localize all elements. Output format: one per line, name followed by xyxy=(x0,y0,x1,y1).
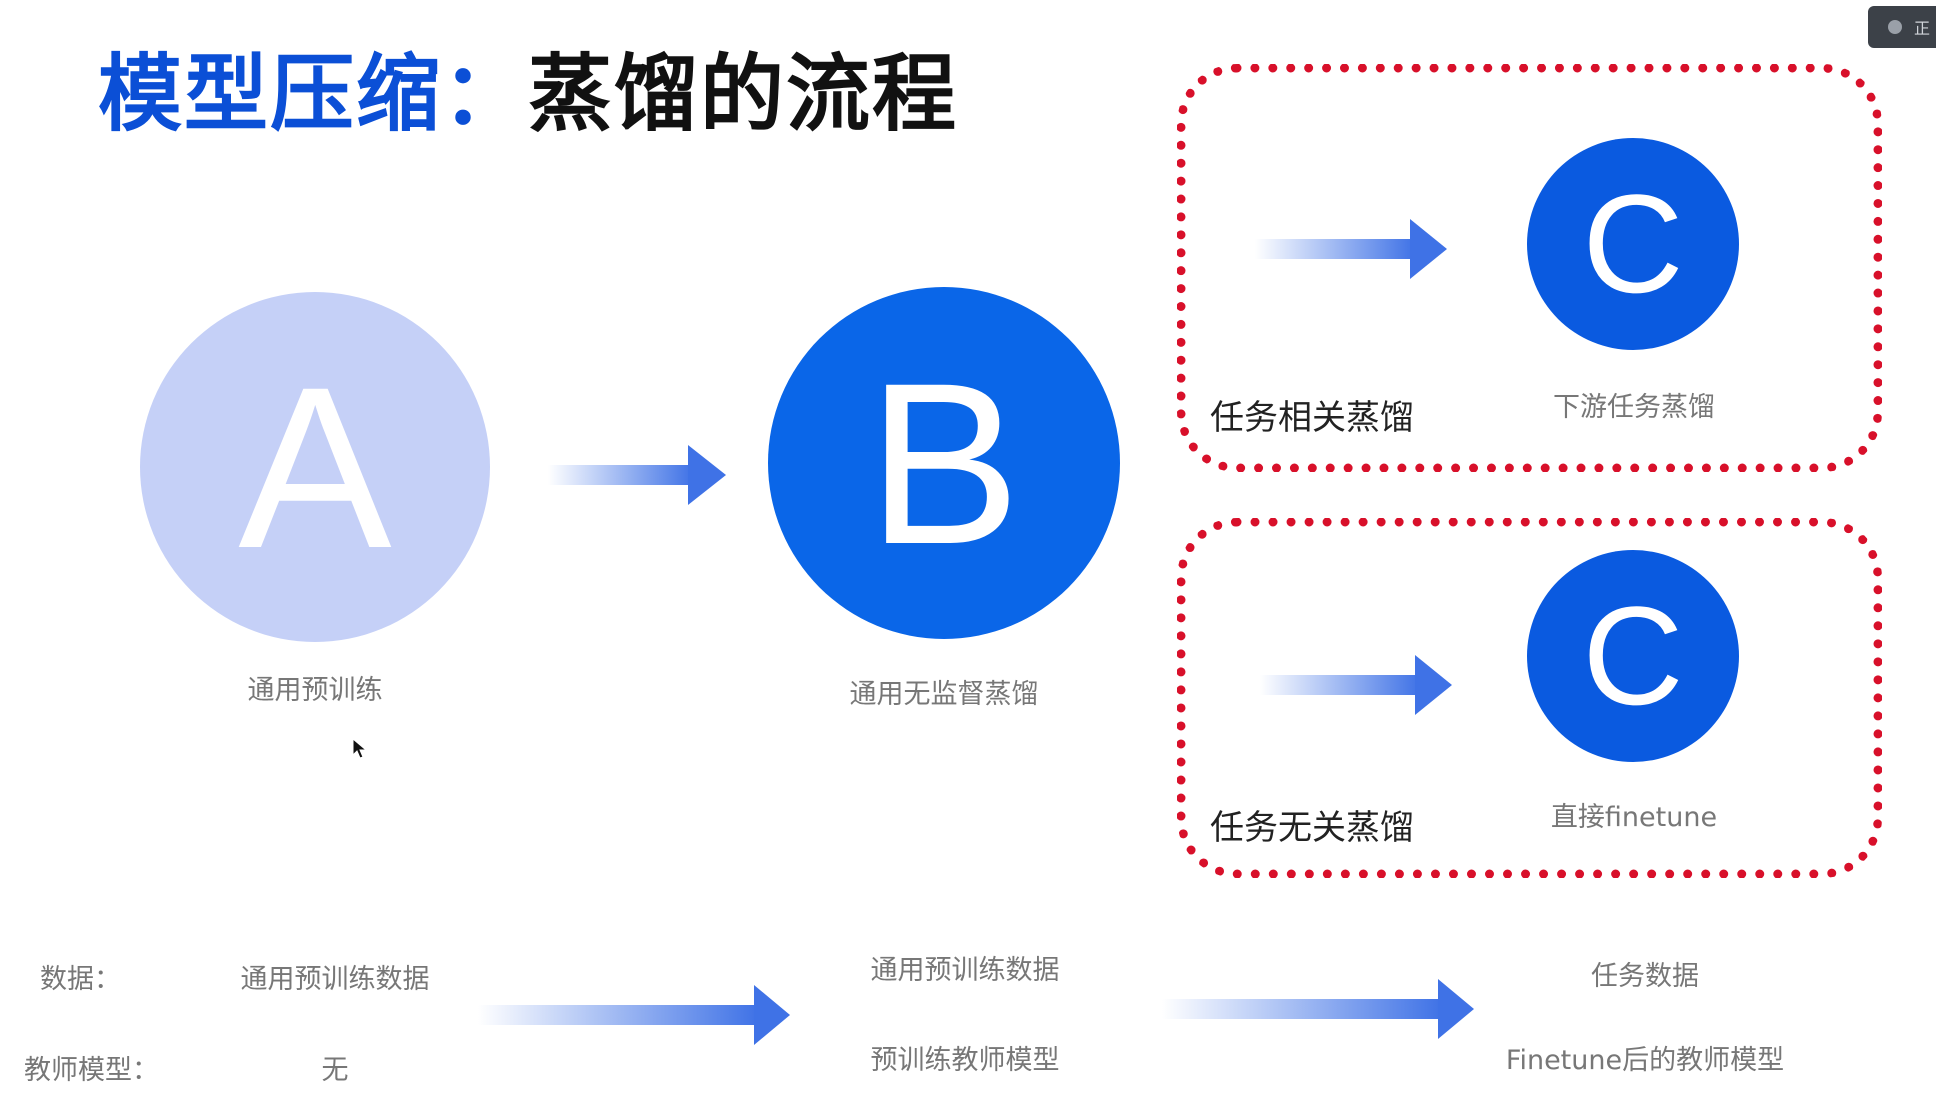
node-b-circle: B xyxy=(768,287,1120,639)
node-c-top-circle: C xyxy=(1527,138,1739,350)
arrow-to-c-top-icon xyxy=(1255,219,1447,279)
node-c-top-letter: C xyxy=(1582,165,1684,322)
row-label-data: 数据： xyxy=(40,964,121,995)
node-c-bottom-caption: 直接finetune xyxy=(1550,802,1718,833)
title-part-2: 蒸馏的流程 xyxy=(528,45,959,143)
task-related-group-box xyxy=(1177,64,1882,472)
row-label-teacher: 教师模型： xyxy=(24,1055,159,1086)
task-agnostic-label: 任务无关蒸馏 xyxy=(1210,808,1414,848)
arrow-to-c-bottom-icon xyxy=(1260,655,1452,715)
node-c-bottom-letter: C xyxy=(1582,577,1684,734)
stage3-teacher: Finetune后的教师模型 xyxy=(1505,1045,1785,1076)
node-c-top-caption: 下游任务蒸馏 xyxy=(1553,392,1715,423)
task-agnostic-group-box xyxy=(1177,518,1882,878)
stage1-data: 通用预训练数据 xyxy=(240,964,430,995)
stage1-teacher: 无 xyxy=(321,1055,349,1086)
toolbar-label: 正 xyxy=(1913,19,1930,38)
slide-title: 模型压缩：蒸馏的流程 xyxy=(98,48,958,140)
mouse-cursor-icon xyxy=(352,738,368,759)
stage2-data: 通用预训练数据 xyxy=(870,955,1060,986)
stage2-teacher: 预训练教师模型 xyxy=(870,1045,1060,1076)
task-related-label: 任务相关蒸馏 xyxy=(1210,398,1414,438)
user-avatar-icon xyxy=(1887,20,1902,34)
node-b-letter: B xyxy=(867,334,1021,592)
node-a-circle: A xyxy=(140,292,490,642)
title-part-1: 模型压缩 xyxy=(98,45,443,143)
arrow-stage2-to-stage3-icon xyxy=(1162,979,1474,1039)
node-a-caption: 通用预训练 xyxy=(247,675,383,706)
node-c-bottom-circle: C xyxy=(1527,550,1739,762)
title-colon: ： xyxy=(442,45,529,143)
node-a-letter: A xyxy=(238,338,392,596)
stage3-data: 任务数据 xyxy=(1591,961,1699,992)
arrow-stage1-to-stage2-icon xyxy=(478,985,790,1045)
node-b-caption: 通用无监督蒸馏 xyxy=(849,679,1039,710)
arrow-a-to-b-icon xyxy=(548,445,726,505)
meeting-toolbar-button[interactable]: 正 xyxy=(1868,6,1936,48)
